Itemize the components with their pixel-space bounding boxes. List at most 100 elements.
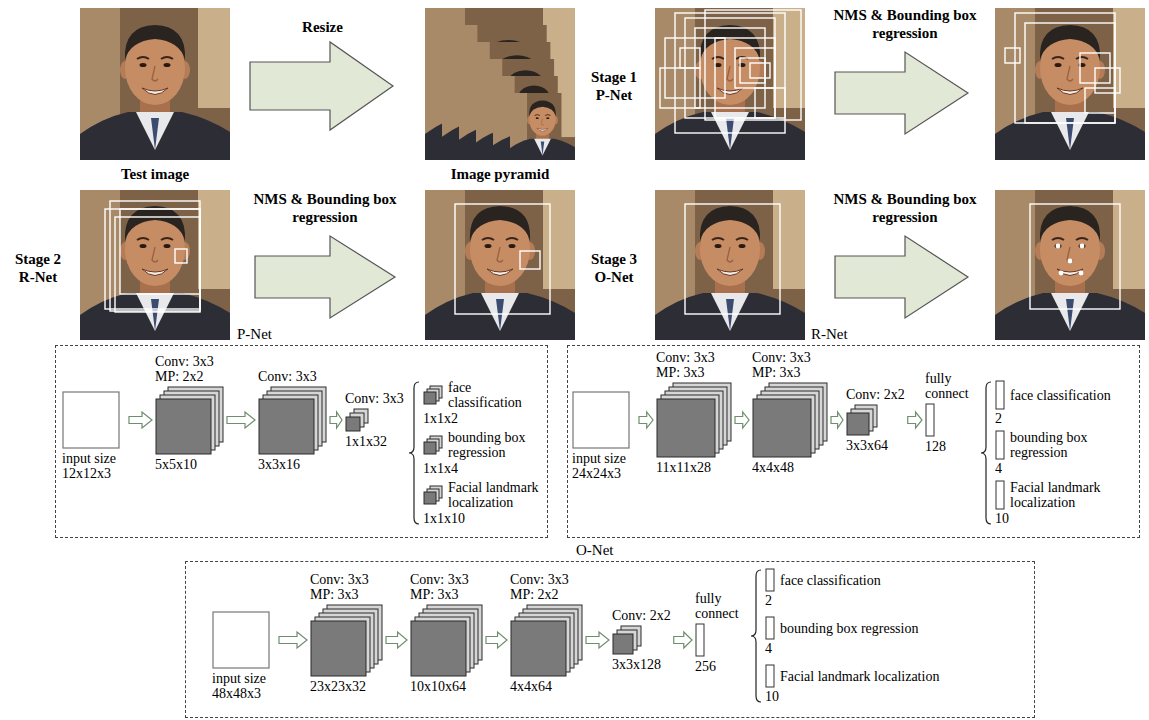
flow-arrow	[129, 412, 152, 428]
figure-label: Image pyramid	[425, 165, 575, 183]
channel-plate	[847, 413, 869, 435]
size-label: 23x23x32	[310, 679, 366, 694]
output-branch: face classification2	[765, 568, 881, 608]
mouth	[1057, 88, 1083, 95]
detection-box	[175, 249, 187, 263]
vector-rect	[996, 431, 1004, 459]
figure-label: Stage 2 R-Net	[6, 250, 70, 286]
block-arrow	[250, 42, 393, 130]
figure-label: Stage 1 P-Net	[582, 68, 646, 104]
detection-box	[715, 38, 775, 118]
hair	[1040, 25, 1100, 60]
output-branch: bounding box regression4	[765, 616, 918, 656]
channel-plate	[424, 442, 436, 454]
input-image: input size 48x48x3	[212, 611, 276, 701]
size-label: 128	[925, 439, 946, 454]
suit	[655, 293, 805, 341]
feature-map-stack	[846, 404, 878, 436]
shirt	[1051, 293, 1089, 331]
vector-bar	[925, 403, 935, 437]
net-title: R-Net	[811, 326, 848, 343]
photo-background	[655, 8, 805, 160]
branch-label: bounding box regression	[780, 621, 918, 636]
photo-background	[442, 25, 575, 160]
detection-box	[520, 251, 540, 269]
size-label: 3x3x128	[612, 657, 661, 672]
operation-label: Conv: 3x3 MP: 2x2	[155, 354, 219, 384]
vector-rect	[766, 617, 774, 639]
eyebrows	[137, 57, 173, 59]
output-branch: bounding box regression4	[995, 430, 1125, 476]
dimension-label: 10	[765, 689, 779, 704]
face-photo	[459, 42, 575, 160]
suit	[509, 139, 575, 160]
dimension-label: 2	[765, 593, 772, 608]
landmark-dot	[1068, 259, 1073, 264]
feature-map-stack	[423, 435, 443, 455]
size-label: 5x5x10	[155, 457, 197, 472]
eye	[715, 244, 722, 248]
feature-map: fully connect128	[925, 371, 977, 454]
hair	[529, 100, 556, 115]
flow-arrow	[486, 632, 507, 648]
operation-label: Conv: 3x3 MP: 3x3	[752, 350, 816, 380]
branch-label: Facial landmark localization	[1010, 480, 1125, 510]
photo-background	[80, 189, 230, 341]
eyebrows	[1052, 238, 1088, 240]
operation-label: Conv: 3x3 MP: 3x3	[310, 572, 374, 602]
channel-plate	[613, 634, 633, 654]
mouth	[717, 269, 743, 276]
landmark-dot	[1079, 271, 1084, 276]
detection-box	[105, 209, 200, 309]
net-title: P-Net	[237, 326, 272, 343]
brace	[409, 382, 419, 524]
shirt	[1051, 112, 1089, 150]
feature-map: Conv: 3x31x1x32	[345, 391, 404, 449]
face-photo	[655, 189, 805, 341]
mouth	[717, 88, 743, 95]
flow-arrow	[279, 632, 307, 648]
feature-map-stack	[155, 386, 224, 455]
operation-label: Conv: 3x3 MP: 2x2	[510, 572, 574, 602]
operation-label: fully connect	[695, 591, 747, 621]
operation-label: Conv: 3x3	[345, 391, 404, 406]
tie	[541, 141, 545, 155]
eye	[1055, 63, 1062, 67]
eyebrows	[712, 238, 748, 240]
channel-plate	[753, 399, 811, 457]
face-photo	[442, 25, 575, 160]
nose	[727, 247, 733, 262]
face-photo	[80, 189, 230, 341]
mouth	[1057, 269, 1083, 276]
feature-map: Conv: 3x3 MP: 3x310x10x64	[410, 572, 483, 694]
detection-box	[1030, 204, 1120, 309]
network-panel: O-Netinput size 48x48x3Conv: 3x3 MP: 3x3…	[185, 561, 1035, 718]
detection-box	[675, 13, 785, 133]
flow-arrow	[735, 412, 749, 428]
detection-box	[750, 63, 770, 78]
channel-plate	[424, 492, 436, 504]
vector-bar	[995, 430, 1005, 460]
flow-arrow	[639, 412, 653, 428]
feature-map: Conv: 3x3 MP: 3x3 23x23x32	[310, 572, 383, 694]
channel-plate	[259, 399, 314, 454]
hair	[125, 206, 185, 241]
tie	[1066, 299, 1074, 331]
eye	[140, 244, 147, 248]
vector-rect	[996, 381, 1004, 409]
face-photo	[476, 59, 576, 160]
input-plate	[213, 612, 269, 668]
feature-map-stack	[423, 485, 443, 505]
input-size-label: input size 48x48x3	[212, 671, 276, 701]
photo-background	[773, 8, 805, 108]
photo-background	[509, 93, 575, 160]
feature-map-stack	[258, 386, 327, 455]
branch-label: face classification	[448, 380, 544, 410]
channel-plate	[511, 621, 566, 676]
input-size-label: input size 12x12x3	[62, 451, 126, 481]
output-branch: Facial landmark localization10	[995, 480, 1125, 526]
photo-background	[493, 76, 576, 160]
detection-box	[755, 88, 785, 118]
nose	[1067, 66, 1073, 81]
